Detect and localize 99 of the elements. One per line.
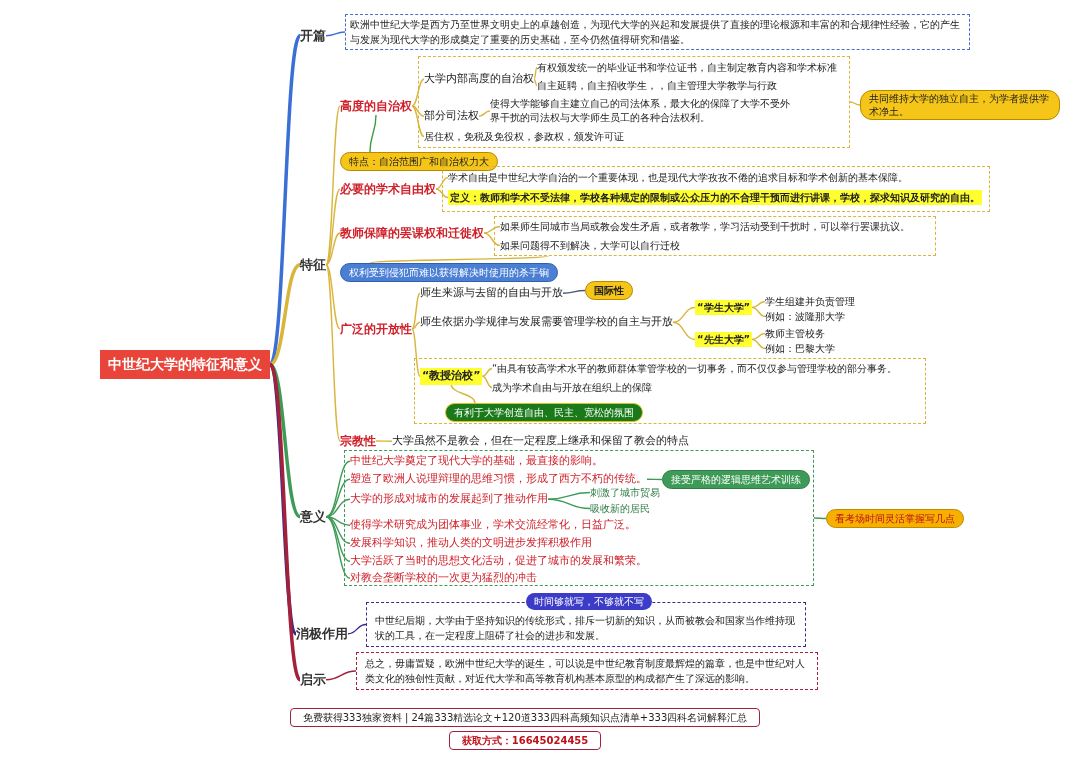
topic-text: 定义：教师和学术不受法律，学校各种规定的限制或公众压力的不合理干预而进行讲课，学校，探求知识及研究的自由。: [448, 190, 982, 205]
topic-text: 必要的学术自由权: [340, 180, 436, 198]
callout-pill: 有利于大学创造自由、民主、宽松的氛围: [445, 403, 643, 422]
topic-text: 大学活跃了当时的思想文化活动，促进了城市的发展和繁荣。: [350, 553, 647, 570]
callout-pill: 接受严格的逻辑思维艺术训练: [662, 470, 810, 489]
topic-text: 有权颁发统一的毕业证书和学位证书，自主制定教育内容和学术标准: [537, 60, 837, 75]
connector-line: [547, 491, 591, 500]
topic-text: 部分司法权: [424, 108, 479, 125]
callout-pill: 共同维持大学的独立自主，为学者提供学术净土。: [860, 90, 1060, 120]
topic-text: 例如：巴黎大学: [765, 341, 835, 356]
note-box: 总之，毋庸置疑，欧洲中世纪大学的诞生，可以说是中世纪教育制度最辉煌的篇章，也是中世纪对人类文化的独创性贡献，对近代大学和高等教育机构基本原型的构成都产生了深远的影响。: [356, 652, 818, 690]
topic-text: 宗教性: [340, 432, 376, 450]
topic-text: “由具有较高学术水平的教师群体掌管学校的一切事务，而不仅仅参与管理学校的部分事务。: [492, 361, 898, 376]
connector-line: [672, 306, 696, 323]
topic-text: 刺激了城市贸易: [590, 485, 660, 500]
connector-line: [435, 176, 449, 190]
connector-line: [347, 623, 367, 635]
callout-pill: 时间够就写，不够就不写: [526, 593, 652, 610]
topic-text: 师生依据办学规律与发展需要管理学校的自主与开放: [420, 314, 673, 331]
topic-text: “先生大学”: [695, 332, 753, 347]
connector-line: [325, 516, 351, 579]
topic-text: 大学虽然不是教会，但在一定程度上继承和保留了教会的特点: [392, 433, 689, 450]
connector-line: [325, 105, 341, 266]
topic-text: 使得大学能够自主建立自己的司法体系，最大化的保障了大学不受外界干扰的司法权与大学师生员工的各种合法权利。: [490, 97, 790, 125]
topic-text: 成为学术自由与开放在组织上的保障: [492, 380, 652, 395]
connector-line: [411, 105, 425, 138]
callout-pill: 看考场时间灵活掌握写几点: [826, 509, 964, 528]
branch-label: 特征: [300, 255, 326, 275]
connector-line: [325, 264, 341, 442]
callout-pill: 特点：自治范围广和自治权力大: [340, 152, 498, 171]
topic-text: 塑造了欧洲人说理辩理的思维习惯，形成了西方不朽的传统。: [350, 471, 647, 488]
topic-text: 对教会垄断学校的一次更为猛烈的冲击: [350, 570, 537, 587]
topic-text: 学生组建并负责管理: [765, 294, 855, 309]
callout-pill: 国际性: [585, 281, 633, 300]
topic-text: 使得学术研究成为团体事业，学术交流经常化，日益广泛。: [350, 517, 636, 534]
central-topic: 中世纪大学的特征和意义: [100, 350, 270, 379]
topic-text: 学术自由是中世纪大学自治的一个重要体现，也是现代大学孜孜不倦的追求目标和学术创新的基本保障。: [448, 170, 908, 185]
connector-line: [533, 66, 538, 80]
topic-text: 广泛的开放性: [340, 320, 412, 338]
boundary-frame: [442, 166, 990, 212]
connector-line: [411, 105, 425, 117]
topic-text: 吸收新的居民: [590, 501, 650, 516]
connector-line: [325, 264, 341, 330]
connector-line: [269, 263, 301, 367]
connector-line: [483, 225, 501, 234]
connector-line: [325, 188, 341, 266]
topic-text: 居住权，免税及免役权，参政权，颁发许可证: [424, 129, 624, 144]
topic-text: “教授治校”: [420, 368, 483, 385]
connector-line: [369, 255, 549, 264]
topic-text: 自主延聘，自主招收学生，，自主管理大学教学与行政: [537, 78, 777, 93]
footer-note: 免费获得333独家资料 | 24篇333精选论文+120道333四科高频知识点清单+333四科名词解释汇总: [289, 708, 761, 727]
connector-line: [450, 383, 476, 404]
connector-line: [481, 375, 493, 389]
boundary-frame: [344, 450, 814, 586]
connector-line: [411, 321, 421, 330]
connector-line: [813, 517, 827, 520]
connector-line: [646, 478, 663, 481]
topic-text: 中世纪大学奠定了现代大学的基础，最直接的影响。: [350, 453, 603, 470]
connector-line: [533, 78, 538, 87]
connector-line: [751, 306, 766, 318]
topic-text: 如果师生同城市当局或教会发生矛盾，或者教学，学习活动受到干扰时，可以举行罢课抗议。: [500, 219, 910, 234]
note-box: 欧洲中世纪大学是西方乃至世界文明史上的卓越创造，为现代大学的兴起和发展提供了直接的理论根源和丰富的和合规律性经验，它的产生与发展为现代大学的形成奠定了重要的历史基础，至今仍然值得研究和借鉴。: [345, 14, 970, 50]
connector-line: [483, 232, 501, 247]
topic-text: 如果问题得不到解决，大学可以自行迁校: [500, 238, 680, 253]
connector-line: [751, 338, 766, 350]
connector-line: [547, 498, 591, 510]
connector-line: [369, 114, 377, 153]
topic-text: 教师主管校务: [765, 326, 825, 341]
footer-note: 获取方式：16645024455: [448, 731, 602, 750]
topic-text: 大学内部高度的自治权: [424, 71, 534, 88]
connector-line: [849, 101, 861, 106]
connector-line: [325, 232, 341, 266]
boundary-frame: [494, 216, 936, 256]
connector-line: [562, 289, 586, 294]
topic-text: “学生大学”: [695, 300, 753, 315]
connector-line: [411, 328, 421, 377]
branch-label: 消极作用: [296, 624, 348, 644]
topic-text: 教师保障的罢课权和迁徙权: [340, 224, 484, 242]
topic-text: 例如：波隆那大学: [765, 309, 845, 324]
branch-label: 意义: [300, 507, 326, 527]
connector-line: [325, 670, 357, 681]
topic-text: 大学的形成对城市的发展起到了推动作用: [350, 491, 548, 508]
connector-line: [325, 31, 346, 37]
topic-text: 师生来源与去留的自由与开放: [420, 285, 563, 302]
connector-line: [325, 478, 351, 518]
connector-line: [672, 321, 696, 341]
connector-line: [478, 110, 491, 117]
boundary-frame: [414, 358, 926, 424]
branch-label: 启示: [300, 670, 326, 690]
connector-line: [411, 78, 425, 107]
connector-line: [375, 440, 393, 442]
topic-text: 发展科学知识，推动人类的文明进步发挥积极作用: [350, 535, 592, 552]
boundary-frame: [418, 56, 850, 148]
connector-line: [481, 367, 493, 377]
connector-line: [411, 292, 421, 330]
connector-line: [325, 516, 351, 544]
branch-label: 开篇: [300, 26, 326, 46]
topic-text: 高度的自治权: [340, 97, 412, 115]
callout-pill: 权利受到侵犯而难以获得解决时使用的杀手锏: [340, 263, 558, 282]
